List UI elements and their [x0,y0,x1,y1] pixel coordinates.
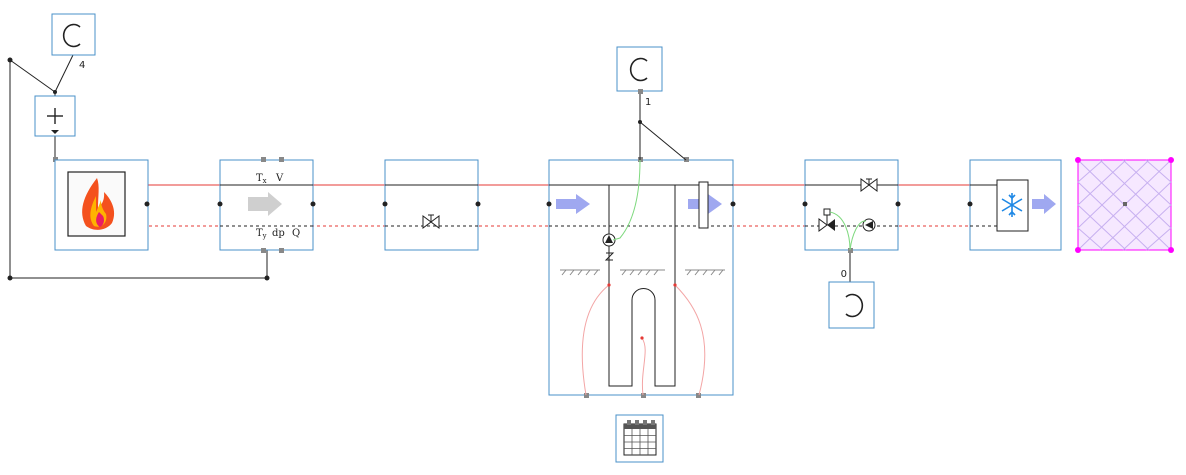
controller-number: 0 [841,267,847,278]
sensor-label-dp: dp [272,228,285,239]
thermal-connection [581,284,706,396]
pump-icon [602,233,616,247]
heat-source-block[interactable] [54,159,150,251]
pump-icon [862,218,876,232]
cooling-icon [1001,193,1023,217]
valve-icon [422,214,440,229]
valve-icon [860,178,878,192]
adder-block[interactable] [34,95,76,174]
controller-icon [845,293,864,318]
junction-node [7,275,13,281]
sensor-label-tx: Tx [256,173,267,185]
controller-bottom-right[interactable]: 0 [828,267,875,329]
sensor-block[interactable]: Tx V Ty dp Q [217,157,316,253]
flow-arrow-icon [556,194,590,214]
junction-node [264,275,270,281]
junction-node [7,57,13,63]
ground-hatch [560,269,725,276]
calendar-icon [623,420,657,456]
controller-icon [629,57,648,82]
sensor-label-v: V [275,173,284,184]
pump-valve-block[interactable] [802,159,901,282]
flow-arrow-icon [1032,194,1056,214]
adder-icon [47,108,63,124]
junction-node [53,90,57,94]
controller-number: 4 [79,60,85,71]
sensor-arrow-icon [248,192,282,216]
cooling-block[interactable] [967,159,1062,251]
controller-top-middle[interactable]: 1 [616,46,687,161]
controller-icon [62,23,81,48]
calendar-block[interactable] [615,414,664,463]
sensor-label-ty: Ty [256,228,267,240]
sensor-label-q: Q [292,228,300,239]
boundary-node[interactable] [1075,157,1174,253]
control-loop-wires [9,54,268,279]
valve-block[interactable] [382,159,481,251]
controller-number: 1 [645,97,651,108]
ground-heat-exchanger-block[interactable] [546,157,736,398]
controller-top-left[interactable]: 4 [51,13,96,71]
heat-source-icon [82,178,115,230]
